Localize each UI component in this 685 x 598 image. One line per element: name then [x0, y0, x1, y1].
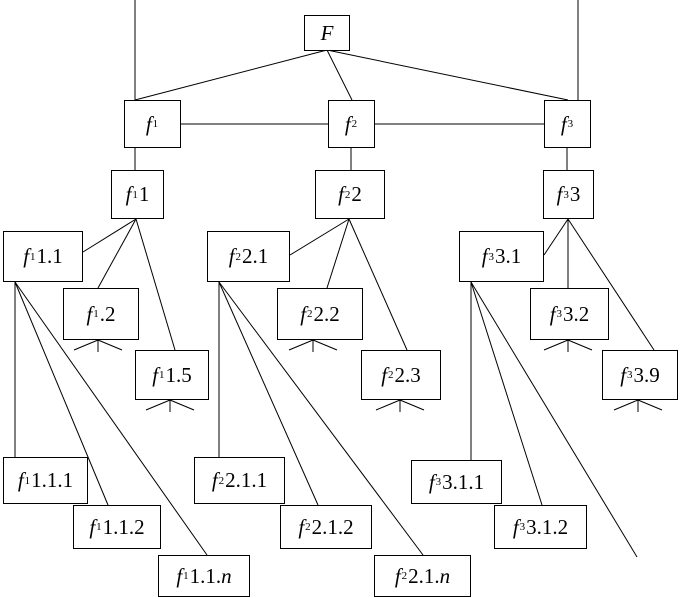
edge [326, 218, 350, 289]
edge [97, 218, 137, 289]
continuation-mark [613, 399, 663, 412]
edge [567, 218, 655, 351]
edge [470, 281, 543, 506]
node-root-f: F [304, 15, 350, 51]
edge [14, 281, 208, 556]
edge [82, 218, 137, 253]
edge [218, 281, 424, 556]
node-label: F [320, 20, 334, 45]
continuation-mark [145, 399, 195, 412]
continuation-mark [288, 339, 338, 352]
edge [135, 218, 176, 351]
edge [348, 218, 408, 351]
edge [326, 49, 569, 101]
edge [289, 218, 350, 256]
continuation-mark [375, 399, 425, 412]
edge [470, 281, 638, 558]
edge [326, 49, 353, 101]
edge [218, 281, 319, 506]
continuation-mark [543, 339, 593, 352]
continuation-mark [73, 339, 123, 352]
edge [543, 218, 569, 256]
edge [134, 49, 328, 101]
edge [14, 281, 109, 506]
